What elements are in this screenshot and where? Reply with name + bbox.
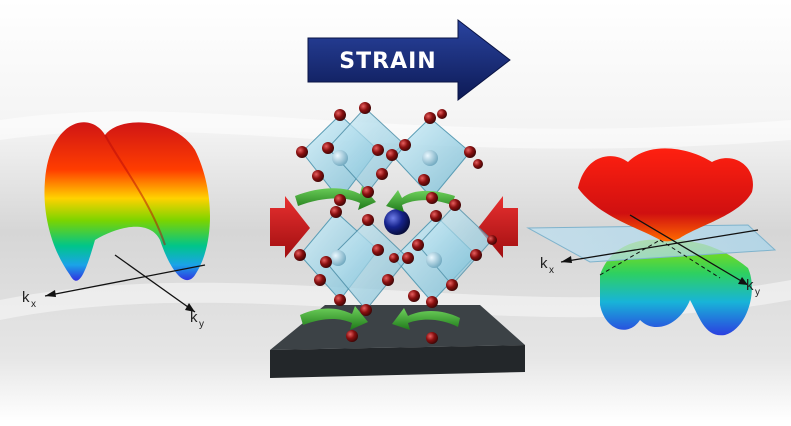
oxygen-atom bbox=[334, 294, 346, 306]
ky-label: k bbox=[190, 309, 198, 326]
oxygen-atom bbox=[376, 168, 388, 180]
oxygen-atom bbox=[408, 290, 420, 302]
oxygen-atom bbox=[320, 256, 332, 268]
compress-arrow-right bbox=[478, 196, 518, 258]
oxygen-atom bbox=[426, 296, 438, 308]
kx-label-right: k bbox=[540, 255, 548, 272]
oxygen-atom bbox=[464, 146, 476, 158]
oxygen-atom bbox=[372, 244, 384, 256]
oxygen-atom bbox=[362, 214, 374, 226]
oxygen-atom bbox=[294, 249, 306, 261]
oxygen-atom bbox=[312, 170, 324, 182]
b-site-atom bbox=[330, 250, 346, 266]
ky-arrowhead-right bbox=[738, 277, 748, 285]
perovskite-structure bbox=[294, 102, 497, 344]
background-swoosh bbox=[0, 111, 791, 149]
b-site-atom bbox=[422, 150, 438, 166]
oxygen-atom bbox=[389, 253, 399, 263]
oxygen-atom bbox=[399, 139, 411, 151]
oxygen-atom bbox=[382, 274, 394, 286]
oxygen-atom bbox=[473, 159, 483, 169]
oxygen-atom bbox=[449, 199, 461, 211]
oxygen-atom bbox=[346, 330, 358, 342]
b-site-atom bbox=[426, 252, 442, 268]
left-band-structure: k x k y bbox=[22, 122, 210, 330]
kx-subscript: x bbox=[31, 299, 36, 310]
oxygen-atom bbox=[426, 192, 438, 204]
a-site-atom bbox=[384, 209, 410, 235]
valence-band-surface bbox=[44, 122, 210, 281]
oxygen-atom bbox=[386, 149, 398, 161]
oxygen-atom bbox=[322, 142, 334, 154]
kx-axis-right bbox=[560, 229, 759, 263]
cone-edge-dashed bbox=[599, 239, 661, 276]
oxygen-atom bbox=[334, 109, 346, 121]
oxygen-atom bbox=[418, 174, 430, 186]
kx-arrowhead bbox=[45, 290, 56, 297]
oxygen-atoms bbox=[294, 102, 497, 344]
oxygen-atom bbox=[412, 239, 424, 251]
oxygen-atom bbox=[360, 304, 372, 316]
kx-axis bbox=[44, 264, 206, 297]
ky-axis bbox=[114, 254, 196, 313]
ky-subscript: y bbox=[199, 319, 204, 330]
compress-arrow-left bbox=[270, 196, 310, 258]
oxygen-atom bbox=[426, 332, 438, 344]
oxygen-atom bbox=[424, 112, 436, 124]
right-band-structure: k x k y bbox=[526, 148, 777, 336]
ky-subscript-right: y bbox=[755, 287, 760, 298]
rotation-arrow bbox=[392, 308, 460, 330]
oxygen-atom bbox=[446, 279, 458, 291]
kx-arrowhead-right bbox=[561, 256, 572, 263]
oxygen-atom bbox=[437, 109, 447, 119]
band-ridge bbox=[104, 134, 166, 246]
kx-subscript-right: x bbox=[549, 265, 554, 276]
strain-arrow: STRAIN bbox=[307, 18, 511, 102]
oxygen-atom bbox=[362, 186, 374, 198]
oxygen-atom bbox=[470, 249, 482, 261]
oxygen-atom bbox=[296, 146, 308, 158]
oxygen-atom bbox=[359, 102, 371, 114]
ky-label-right: k bbox=[746, 277, 754, 294]
cone-edge-dashed bbox=[659, 239, 721, 279]
upper-cone-surface bbox=[578, 148, 753, 242]
oxygen-atom bbox=[402, 252, 414, 264]
oxygen-atom bbox=[487, 235, 497, 245]
lower-cone-surface bbox=[600, 239, 752, 336]
oxygen-atom bbox=[430, 210, 442, 222]
background-swoosh-lower bbox=[0, 280, 791, 320]
kx-label: k bbox=[22, 289, 30, 306]
oxygen-atom bbox=[372, 144, 384, 156]
strain-label: STRAIN bbox=[339, 49, 436, 74]
oxygen-atom bbox=[334, 194, 346, 206]
rotation-arrow bbox=[300, 306, 368, 330]
oxygen-atom bbox=[330, 206, 342, 218]
rotation-arrow bbox=[386, 190, 455, 212]
b-site-atom bbox=[332, 150, 348, 166]
ky-arrowhead bbox=[185, 303, 195, 312]
oxygen-atom bbox=[314, 274, 326, 286]
ky-axis-right bbox=[629, 214, 749, 286]
